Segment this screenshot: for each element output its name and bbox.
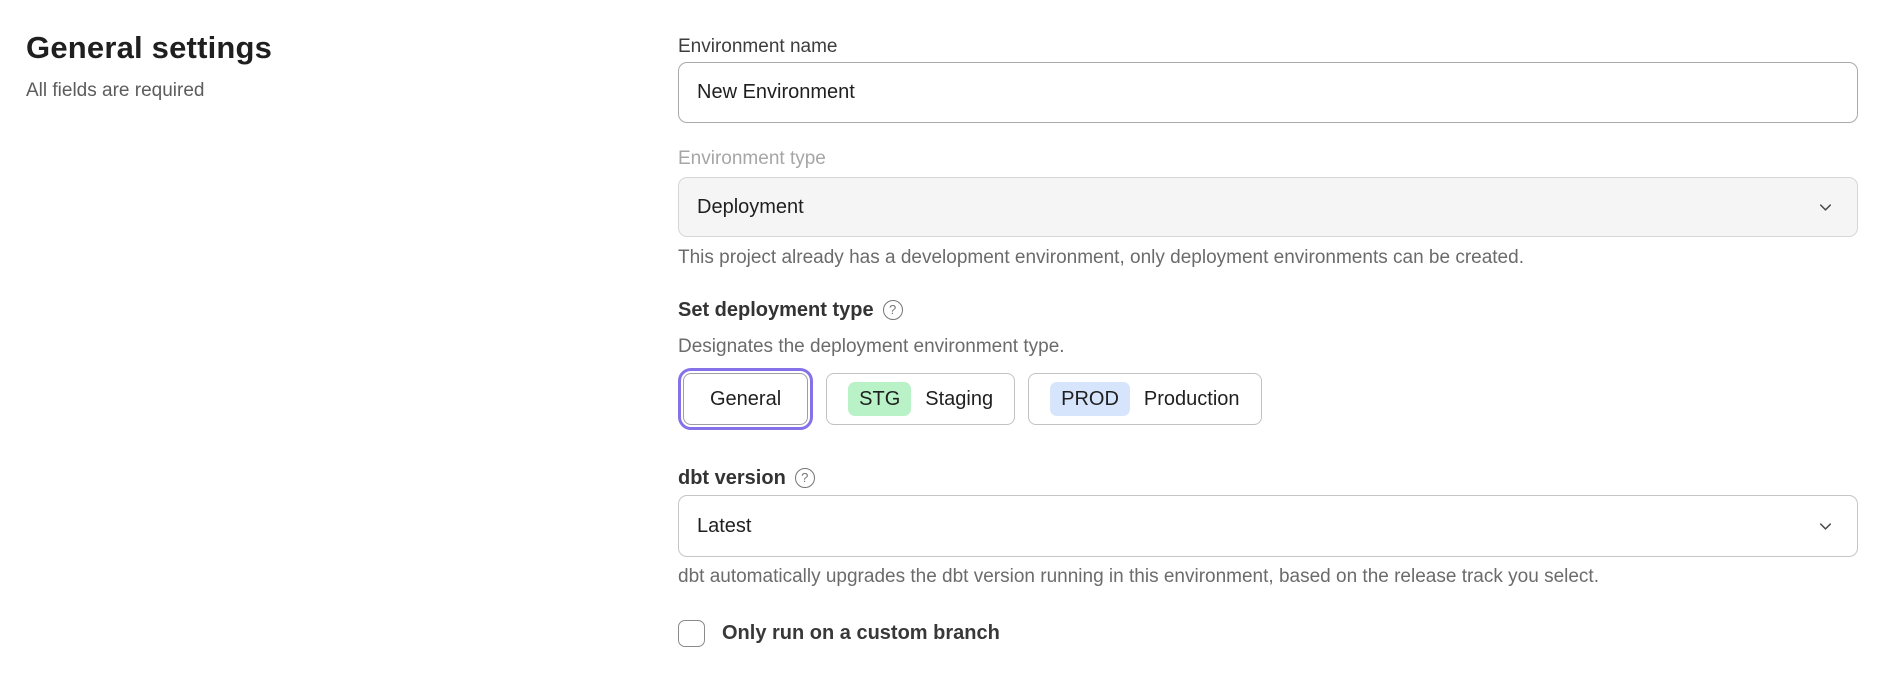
custom-branch-label: Only run on a custom branch xyxy=(722,622,1000,644)
environment-name-input[interactable] xyxy=(678,62,1858,123)
staging-badge: STG xyxy=(848,382,912,416)
production-button-label: Production xyxy=(1143,387,1240,410)
dbt-version-value: Latest xyxy=(697,514,752,537)
chevron-down-icon xyxy=(1816,517,1835,536)
dbt-version-label: dbt version ? xyxy=(678,466,1858,490)
staging-button-label: Staging xyxy=(925,387,994,410)
dbt-version-label-text: dbt version xyxy=(678,467,786,489)
environment-type-value: Deployment xyxy=(697,195,804,218)
help-circle-icon[interactable]: ? xyxy=(882,300,903,320)
dbt-version-select[interactable]: Latest xyxy=(678,495,1858,557)
deployment-type-production-button[interactable]: PROD Production xyxy=(1028,373,1262,425)
environment-form: Environment name Environment type Deploy… xyxy=(678,36,1858,647)
environment-type-helper: This project already has a development e… xyxy=(678,247,1524,268)
help-circle-icon[interactable]: ? xyxy=(794,468,815,488)
deployment-type-staging-button[interactable]: STG Staging xyxy=(826,373,1016,425)
deployment-type-label: Set deployment type ? xyxy=(678,298,1858,322)
dbt-version-helper: dbt automatically upgrades the dbt versi… xyxy=(678,566,1599,587)
settings-intro: General settings All fields are required xyxy=(26,30,586,102)
environment-type-label: Environment type xyxy=(678,148,826,169)
deployment-type-options: General STG Staging PROD Production xyxy=(678,368,1858,430)
environment-type-select[interactable]: Deployment xyxy=(678,177,1858,237)
production-badge: PROD xyxy=(1050,382,1130,416)
deployment-type-general-button[interactable]: General xyxy=(683,373,809,425)
custom-branch-row: Only run on a custom branch xyxy=(678,620,1858,647)
page-subtitle: All fields are required xyxy=(26,80,205,101)
general-button-label: General xyxy=(710,387,782,410)
environment-name-label: Environment name xyxy=(678,36,838,57)
deployment-type-helper: Designates the deployment environment ty… xyxy=(678,336,1065,357)
chevron-down-icon xyxy=(1816,198,1835,217)
page-title: General settings xyxy=(26,30,273,65)
custom-branch-checkbox[interactable] xyxy=(678,620,705,647)
selected-option-ring: General xyxy=(678,368,814,430)
deployment-type-label-text: Set deployment type xyxy=(678,299,874,321)
